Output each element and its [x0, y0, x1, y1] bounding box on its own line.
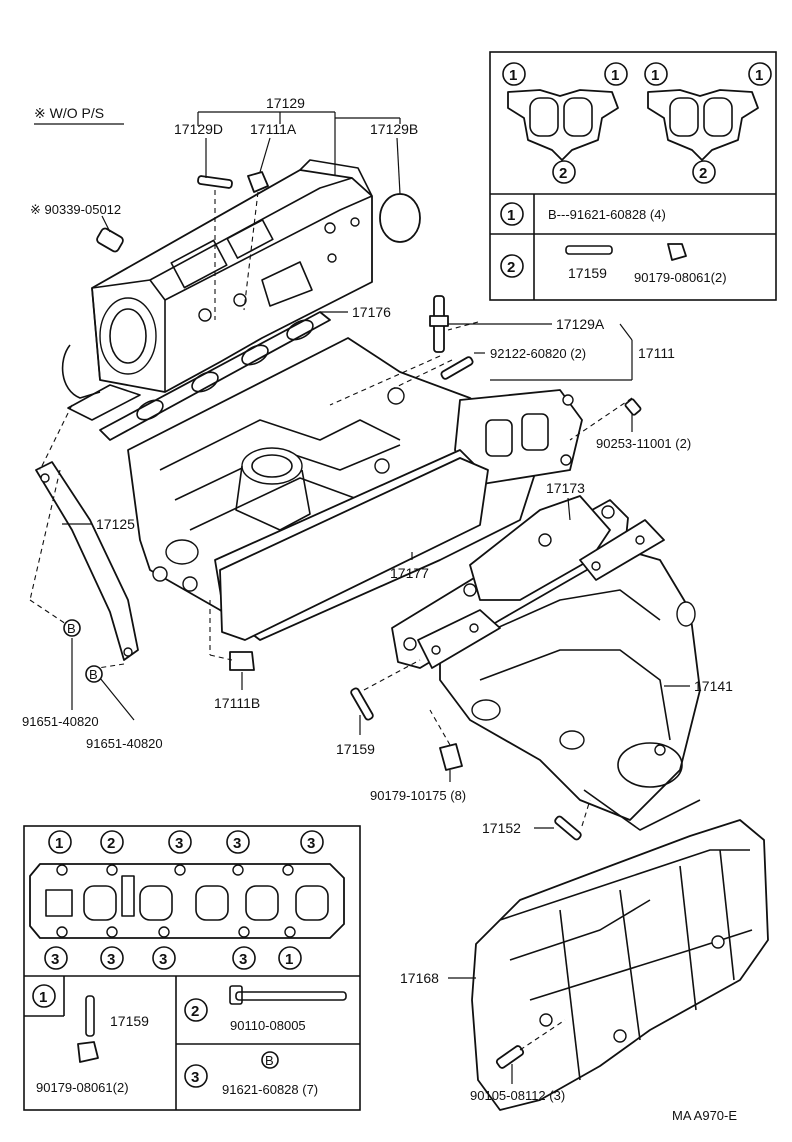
svg-text:3: 3	[159, 951, 167, 968]
svg-text:3: 3	[107, 951, 115, 968]
ref-cell1-part: 17159	[110, 1013, 149, 1029]
svg-text:B: B	[265, 1053, 274, 1068]
label-17129b: 17129B	[370, 121, 418, 137]
svg-text:3: 3	[239, 951, 247, 968]
svg-text:1: 1	[651, 67, 659, 84]
nut-90253	[624, 398, 642, 416]
label-leader-lines	[62, 111, 690, 1084]
bolt-marker-b-icon	[261, 1051, 279, 1069]
label-17125: 17125	[96, 516, 135, 532]
hose-90339	[96, 227, 124, 253]
label-90339-05012: ※ 90339-05012	[30, 202, 121, 217]
gasket-reference-box-top: 1 1 2 1 1 2 1 B---91621-60828 (4) 2 1715…	[489, 51, 777, 301]
svg-text:2: 2	[559, 165, 567, 182]
ref-cell2-part: 90110-08005	[230, 1018, 306, 1033]
svg-text:3: 3	[233, 835, 241, 852]
ref-cell2-number: 2	[191, 1003, 199, 1020]
svg-text:1: 1	[285, 951, 293, 968]
ref-row2-number: 2	[507, 259, 515, 276]
svg-text:1: 1	[755, 67, 763, 84]
throttle-gasket-left	[507, 89, 619, 161]
stud-icon	[565, 245, 613, 255]
throttle-gasket-right	[647, 89, 759, 161]
label-17111b: 17111B	[214, 695, 260, 711]
label-17168: 17168	[400, 970, 439, 986]
plug-17111a	[247, 171, 269, 193]
label-17141: 17141	[694, 678, 733, 694]
manifold-gasket	[219, 457, 489, 641]
ref-row2-part: 17159	[568, 265, 607, 281]
gasket-reference-box-bottom: 1 2 3 3 3 3 3 3 3 1 1 17159 90179-08061(…	[23, 825, 361, 1111]
ref-row2-nut: 90179-08061(2)	[634, 270, 727, 285]
bolt-marker-b-2: B	[85, 665, 103, 683]
plug-cap-17129b	[379, 193, 421, 243]
label-17129: 17129	[266, 95, 305, 111]
exhaust-flange-plate-right	[579, 519, 665, 581]
intake-air-chamber	[61, 159, 373, 421]
label-17177: 17177	[390, 565, 429, 581]
ref-row1-number: 1	[507, 207, 515, 224]
label-17129d: 17129D	[174, 121, 223, 137]
stud-17129d	[197, 175, 233, 189]
ref-row1-text: B---91621-60828 (4)	[548, 207, 666, 222]
bolt-icon	[235, 991, 347, 1001]
ref-cell3-number: 3	[191, 1069, 199, 1086]
ref-cell1-number: 1	[39, 989, 47, 1006]
stud-icon	[85, 995, 95, 1037]
label-17159: 17159	[336, 741, 375, 757]
manifold-stay-bracket	[35, 461, 139, 661]
label-90179-10175: 90179-10175 (8)	[370, 788, 466, 803]
intake-manifold-gasket-illustration	[29, 863, 345, 939]
bolt-head-icon	[229, 985, 243, 1005]
ref-cell1-nut: 90179-08061(2)	[36, 1080, 129, 1095]
label-17176: 17176	[352, 304, 391, 320]
diagram-code: MA A970-E	[672, 1108, 737, 1123]
label-17173: 17173	[546, 480, 585, 496]
ref-cell3-part: 91621-60828 (7)	[222, 1082, 318, 1097]
svg-text:1: 1	[611, 67, 619, 84]
stud-17152	[554, 815, 582, 841]
plug-17111b	[229, 651, 255, 671]
svg-text:2: 2	[107, 835, 115, 852]
svg-text:B: B	[67, 621, 76, 636]
svg-text:3: 3	[51, 951, 59, 968]
svg-text:3: 3	[307, 835, 315, 852]
svg-text:B: B	[89, 667, 98, 682]
label-91651-40820-a: 91651-40820	[22, 714, 99, 729]
exhaust-heat-insulator	[471, 819, 769, 1111]
label-90253-11001: 90253-11001 (2)	[596, 436, 691, 451]
without-power-steering-note: ※ W/O P/S	[34, 105, 104, 121]
svg-text:1: 1	[55, 835, 63, 852]
svg-text:1: 1	[509, 67, 517, 84]
svg-text:2: 2	[699, 165, 707, 182]
nut-icon	[667, 243, 687, 261]
bolt-marker-b-1: B	[63, 619, 81, 637]
exhaust-port-flange	[469, 495, 611, 601]
label-17111a: 17111A	[250, 121, 297, 137]
label-91651-40820-b: 91651-40820	[86, 736, 163, 751]
nut-icon	[77, 1041, 99, 1063]
chamber-gasket-openings	[136, 319, 314, 421]
label-17152: 17152	[482, 820, 521, 836]
nut-90179-10175	[439, 743, 463, 771]
stud-17159	[350, 687, 374, 721]
union-stud-hex	[429, 315, 449, 327]
label-90105-08112: 90105-08112 (3)	[470, 1088, 565, 1103]
label-17129a: 17129A	[556, 316, 605, 332]
svg-text:3: 3	[175, 835, 183, 852]
stud-92122	[440, 356, 474, 380]
label-17111: 17111	[638, 345, 675, 361]
label-92122-60820: 92122-60820 (2)	[490, 346, 586, 361]
assembly-guide-lines	[29, 190, 633, 1051]
